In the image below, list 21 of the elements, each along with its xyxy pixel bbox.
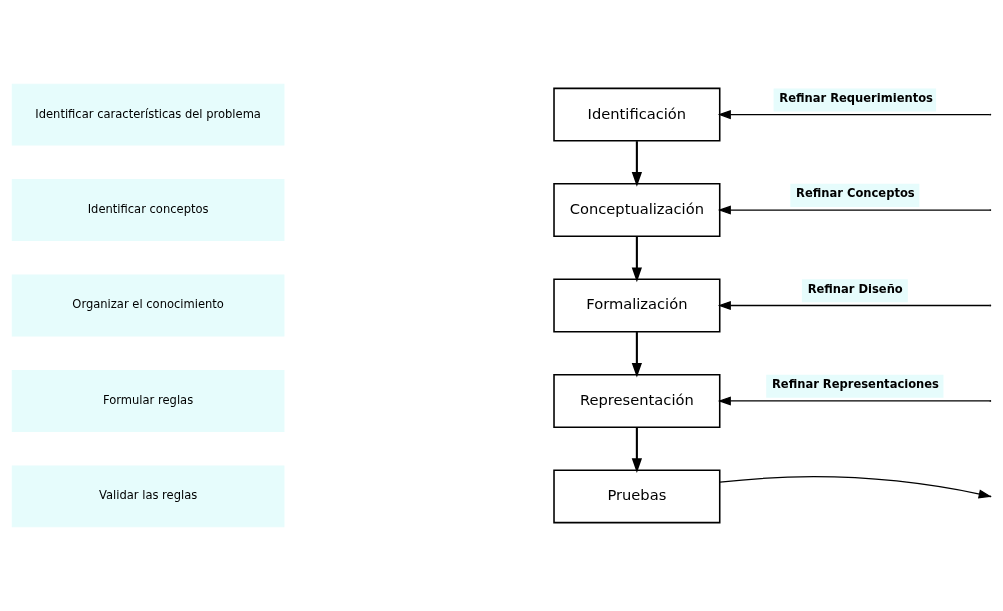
edge-label: Refinar Requerimientos bbox=[779, 90, 933, 105]
arrow bbox=[717, 205, 991, 215]
edge-label: Refinar Conceptos bbox=[796, 186, 915, 201]
arrow bbox=[717, 396, 991, 406]
arrow bbox=[717, 110, 991, 120]
edge-label: Refinar Representaciones bbox=[771, 377, 939, 392]
node-box: Formular reglas bbox=[11, 370, 285, 432]
node-box: Organizar el conocimiento bbox=[11, 274, 285, 337]
arrow bbox=[631, 332, 642, 378]
edge-label: Refinar Diseño bbox=[807, 281, 903, 296]
arrow bbox=[631, 141, 642, 187]
node-box: Identificación bbox=[553, 87, 721, 142]
node-box: Validar las reglas bbox=[11, 465, 285, 528]
arrow bbox=[631, 236, 643, 283]
arrow bbox=[631, 427, 642, 474]
node-box: Identificar conceptos bbox=[11, 179, 285, 241]
node-box: Identificar características del problema bbox=[11, 83, 285, 146]
node-box: Representación bbox=[553, 373, 721, 428]
node-box: Conceptualización bbox=[553, 183, 721, 238]
node-box: Pruebas bbox=[553, 469, 721, 524]
node-box: Formalización bbox=[553, 278, 721, 333]
